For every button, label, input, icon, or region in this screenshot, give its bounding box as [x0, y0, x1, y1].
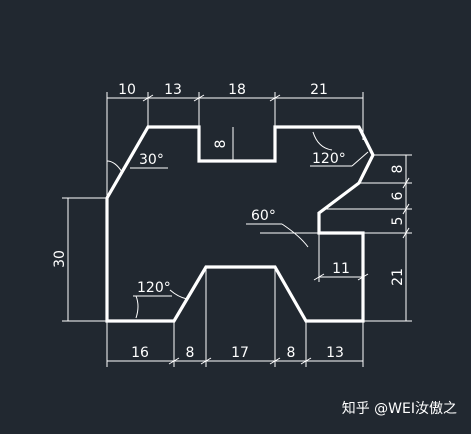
watermark: 知乎 @WEI汝傲之: [341, 401, 457, 417]
dim-bottom-13: 13: [326, 345, 344, 361]
angle-120-bottom-callout: [133, 289, 188, 319]
dim-right-5: 5: [390, 217, 406, 226]
bottom-dimension-group: [106, 267, 364, 367]
dim-top-18: 18: [228, 82, 246, 98]
dim-notch-11: 11: [332, 261, 350, 277]
angle-60-callout: [246, 223, 319, 248]
dim-top-13: 13: [164, 82, 182, 98]
angle-30: 30°: [139, 152, 164, 168]
angle-120-bottom: 120°: [137, 280, 171, 296]
dim-top-10: 10: [118, 82, 136, 98]
dim-bottom-8b: 8: [287, 345, 296, 361]
dim-left-30: 30: [52, 250, 68, 268]
dim-top-21: 21: [310, 82, 328, 98]
dim-right-21: 21: [390, 268, 406, 286]
angle-120-top-callout: [310, 131, 369, 167]
angle-120-top: 120°: [312, 151, 346, 167]
dim-right-8: 8: [390, 165, 406, 174]
dim-bottom-8a: 8: [186, 345, 195, 361]
angle-60: 60°: [251, 208, 276, 224]
dim-slot-8: 8: [213, 140, 229, 149]
right-dimension-group: [323, 154, 412, 322]
notch-dimension: [313, 233, 369, 282]
angle-30-callout: [106, 160, 168, 198]
dim-right-6: 6: [390, 191, 406, 200]
dim-bottom-17: 17: [231, 345, 249, 361]
left-dimension-group: [62, 197, 107, 322]
dim-bottom-16: 16: [131, 345, 149, 361]
top-dimension-group: [106, 92, 364, 198]
